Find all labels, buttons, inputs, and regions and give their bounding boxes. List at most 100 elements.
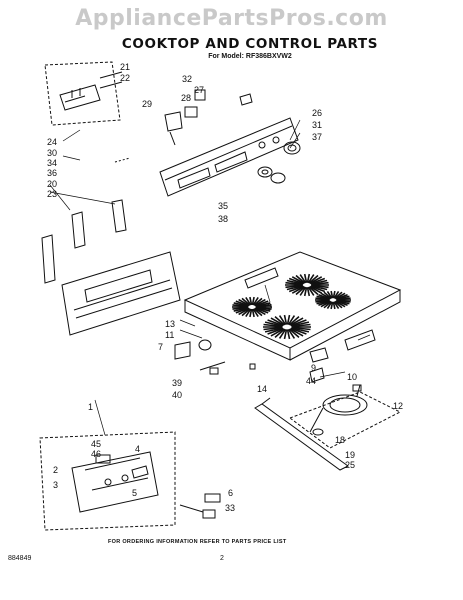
burner-coil-spoke (255, 304, 272, 308)
callout-3: 3 (53, 480, 58, 490)
burner-coil-spoke (290, 319, 307, 327)
callout-25: 25 (345, 460, 355, 470)
callout-33: 33 (225, 503, 235, 513)
burner-coil-spoke (299, 286, 307, 296)
burner-coil-spoke (291, 326, 311, 331)
burner-coil-spoke (290, 327, 307, 335)
document-number: 884849 (8, 555, 32, 562)
burner-coil-spoke (252, 297, 259, 306)
burner-coil-spoke (326, 291, 333, 299)
burner-coil-spoke (320, 292, 331, 300)
callout-26: 26 (312, 108, 322, 118)
burner-coil-spoke (295, 274, 306, 284)
callout-13: 13 (165, 319, 175, 329)
burner-coil-spoke (309, 276, 323, 285)
callout-38: 38 (218, 214, 228, 224)
burner-coil-spoke (283, 329, 288, 340)
burner-coil-spoke (288, 277, 304, 285)
callout-29: 29 (142, 99, 152, 109)
burner-coil-spoke (310, 285, 328, 291)
callout-45: 45 (91, 439, 101, 449)
burner-coil-spoke (287, 315, 296, 326)
burner-coil-spoke (286, 329, 291, 340)
burner-coil-spoke (306, 287, 311, 297)
burner-coil-spoke (291, 323, 311, 328)
burner-coil-spoke (286, 314, 291, 325)
callout-24: 24 (47, 137, 57, 147)
burner-coils (232, 273, 351, 340)
burner-coil-spoke (241, 297, 251, 306)
burner-coil-spoke (285, 281, 303, 286)
burner-coil-spoke (288, 316, 300, 326)
callout-40: 40 (172, 390, 182, 400)
burner-coil-spoke (254, 307, 269, 314)
burner-coil-spoke (263, 326, 283, 331)
callout-28: 28 (181, 93, 191, 103)
burner-coil-spoke (288, 285, 304, 293)
burner-coil-spoke (238, 298, 250, 307)
wire-parts (179, 493, 221, 519)
burner-coil-spoke (334, 300, 343, 309)
burner-coil-spoke (283, 314, 288, 325)
burner-coil-spoke (335, 300, 346, 308)
callout-19: 19 (345, 450, 355, 460)
burner-coil-spoke (334, 291, 343, 300)
burner-coil-spoke (278, 328, 287, 339)
burner-coil-spoke (289, 328, 304, 337)
burner-coil-spoke (291, 276, 305, 285)
burner-coil-spoke (233, 302, 249, 307)
burner-coil-spoke (307, 274, 315, 284)
burner-coil-spoke (307, 286, 315, 296)
burner-coil-spoke (251, 308, 255, 318)
burner-coil-spoke (278, 315, 287, 326)
callout-34: 34 (47, 158, 57, 168)
callout-21: 21 (120, 62, 130, 72)
rear-panel (61, 251, 181, 336)
burner-coil-spoke (333, 291, 340, 299)
callout-14: 14 (257, 384, 267, 394)
burner-coil-spoke (310, 277, 326, 285)
burner-coil-spoke (291, 285, 305, 294)
callout-18: 18 (335, 435, 345, 445)
burner-coil-spoke (332, 301, 336, 310)
callout-23: 23 (47, 189, 57, 199)
callout-36: 36 (47, 168, 57, 178)
burner-coil-spoke (254, 307, 266, 316)
burner-coil-spoke (251, 296, 255, 306)
burner-coil-spoke (267, 327, 284, 335)
callout-22: 22 (120, 73, 130, 83)
burner-coil-spoke (255, 307, 271, 312)
burner-coil-spoke (245, 297, 252, 306)
callout-37: 37 (312, 132, 322, 142)
burner-coil-spoke (235, 300, 250, 307)
callout-43: 43 (262, 302, 272, 312)
switch-assembly-group (44, 61, 123, 126)
callout-1: 1 (88, 402, 93, 412)
burner-coil-spoke (287, 328, 296, 339)
cooktop (183, 251, 402, 361)
control-panel-backguard (159, 117, 299, 197)
burner-coil-spoke (241, 308, 251, 317)
callout-20: 20 (47, 179, 57, 189)
callout-35: 35 (218, 201, 228, 211)
burner-coil-spoke (335, 300, 348, 307)
burner-coil-spoke (311, 284, 329, 289)
callout-4: 4 (135, 444, 140, 454)
burner-coil-spoke (308, 286, 319, 296)
burner-coil-spoke (270, 328, 285, 337)
burner-coil-spoke (318, 293, 331, 300)
burner-coil-spoke (289, 317, 304, 326)
callout-27: 27 (194, 85, 204, 95)
burner-coil-spoke (291, 321, 310, 327)
burner-coil-spoke (330, 290, 334, 299)
burner-coil-spoke (306, 273, 311, 283)
burner-coil-spoke (253, 308, 263, 317)
burner-coil-spoke (336, 297, 351, 301)
burner-coil-spoke (295, 286, 306, 296)
page-number: 2 (220, 555, 224, 562)
burner-coil-spoke (332, 290, 336, 299)
burner-coil-spoke (274, 328, 286, 338)
burner-coil-spoke (274, 316, 286, 326)
model-subtitle: For Model: RF386BXVW2 (208, 53, 292, 60)
